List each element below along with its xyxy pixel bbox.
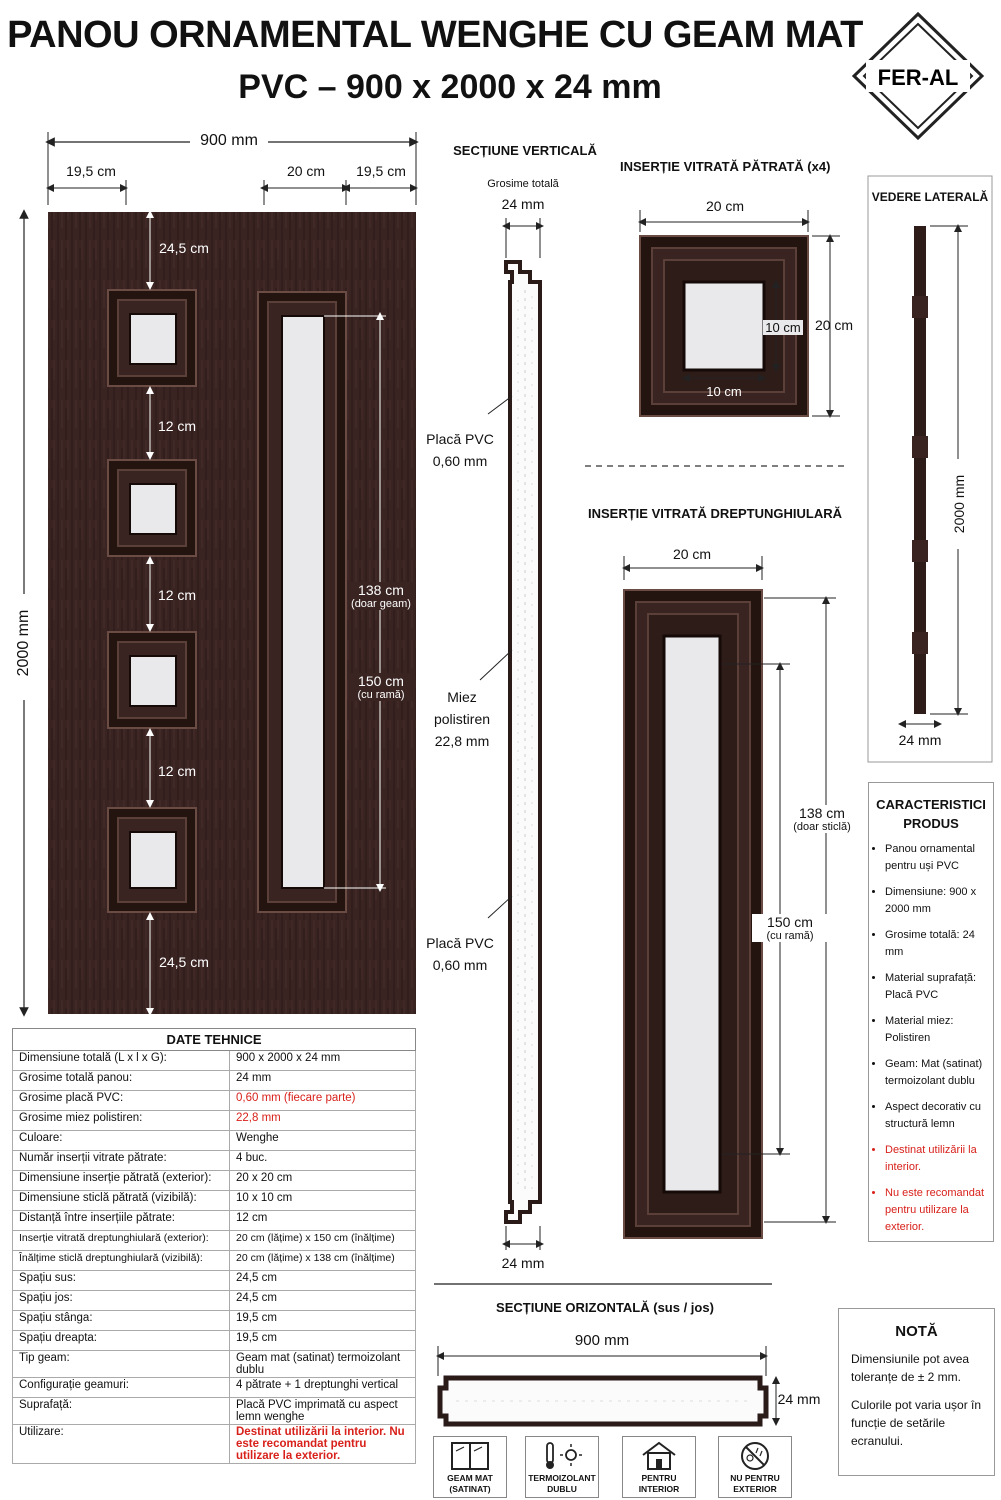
table-row: Număr inserții vitrate pătrate:4 buc. bbox=[12, 1150, 416, 1171]
table-row: Spațiu stânga:19,5 cm bbox=[12, 1310, 416, 1331]
table-row: Dimensiune inserție pătrată (exterior):2… bbox=[12, 1170, 416, 1191]
frame-height-label: 150 cm (cu ramă) bbox=[348, 673, 414, 701]
table-row: Grosime miez polistiren:22,8 mm bbox=[12, 1110, 416, 1131]
left-margin-label: 19,5 cm bbox=[66, 163, 116, 179]
square-insert bbox=[107, 807, 197, 913]
brand-logo: FER-AL bbox=[848, 10, 988, 142]
pvc-top-label: Placă PVC 0,60 mm bbox=[426, 431, 494, 469]
note-box: NOTĂ Dimensiunile pot avea toleranțe de … bbox=[838, 1308, 995, 1476]
side-view-thickness: 24 mm bbox=[898, 732, 942, 748]
total-thickness-label: Grosime totală bbox=[487, 178, 559, 190]
table-row: Înălțime sticlă dreptunghiulară (vizibil… bbox=[12, 1250, 416, 1271]
square-insert-title: INSERȚIE VITRATĂ PĂTRATĂ (x4) bbox=[620, 159, 831, 174]
list-item: Material miez: Polistiren bbox=[885, 1013, 993, 1047]
table-row: Grosime totală panou:24 mm bbox=[12, 1070, 416, 1091]
square-glass-height: 10 cm bbox=[763, 320, 803, 335]
list-item: Grosime totală: 24 mm bbox=[885, 927, 993, 961]
front-height-label: 2000 mm bbox=[15, 609, 32, 677]
horizontal-width-label: 900 mm bbox=[574, 1332, 630, 1349]
rect-glass-height-label: 138 cm (doar sticlă) bbox=[784, 805, 860, 833]
table-row: Spațiu jos:24,5 cm bbox=[12, 1290, 416, 1311]
note-title: NOTĂ bbox=[895, 1323, 938, 1340]
section-bottom-thickness: 24 mm bbox=[501, 1255, 545, 1271]
logo-text: FER-AL bbox=[878, 65, 959, 90]
square-insert bbox=[107, 459, 197, 557]
core-label: Miez polistiren 22,8 mm bbox=[433, 689, 491, 749]
table-row: Culoare:Wenghe bbox=[12, 1130, 416, 1151]
bottom-space-label: 24,5 cm bbox=[159, 954, 209, 970]
table-row: Distanță între inserțiile pătrate:12 cm bbox=[12, 1210, 416, 1231]
table-row: Suprafață:Placă PVC imprimată cu aspect … bbox=[12, 1397, 416, 1425]
note-colors: Culorile pot varia ușor în funcție de se… bbox=[851, 1398, 982, 1448]
side-view-height: 2000 mm bbox=[951, 459, 967, 549]
technical-data-title: DATE TEHNICE bbox=[12, 1028, 416, 1051]
insert-width-label: 20 cm bbox=[286, 163, 326, 179]
table-row: Inserție vitrată dreptunghiulară (exteri… bbox=[12, 1230, 416, 1251]
table-row: Utilizare:Destinat utilizării la interio… bbox=[12, 1424, 416, 1464]
list-item: Panou ornamental pentru uși PVC bbox=[885, 841, 993, 875]
pvc-bottom-label: Placă PVC 0,60 mm bbox=[426, 935, 494, 973]
page-title: PANOU ORNAMENTAL WENGHE CU GEAM MAT bbox=[7, 14, 863, 56]
table-row: Spațiu sus:24,5 cm bbox=[12, 1270, 416, 1291]
square-glass-width: 10 cm bbox=[706, 384, 742, 399]
table-row: Configurație geamuri:4 pătrate + 1 drept… bbox=[12, 1377, 416, 1398]
square-outer-width: 20 cm bbox=[705, 198, 745, 214]
list-item: Material suprafață: Placă PVC bbox=[885, 970, 993, 1004]
side-view-title: VEDERE LATERALĂ bbox=[871, 190, 989, 204]
gap-label-2: 12 cm bbox=[157, 587, 197, 603]
glass-height-label: 138 cm (doar geam) bbox=[348, 582, 414, 610]
rectangular-insert bbox=[257, 291, 347, 913]
horizontal-section bbox=[437, 1375, 769, 1427]
table-row: Spațiu dreapta:19,5 cm bbox=[12, 1330, 416, 1351]
table-row: Grosime placă PVC:0,60 mm (fiecare parte… bbox=[12, 1090, 416, 1111]
rectangular-insert-detail bbox=[623, 589, 763, 1239]
list-item: Nu este recomandat pentru utilizare la e… bbox=[885, 1185, 993, 1236]
page-subtitle: PVC – 900 x 2000 x 24 mm bbox=[238, 68, 662, 106]
list-item: Dimensiune: 900 x 2000 mm bbox=[885, 884, 993, 918]
top-space-label: 24,5 cm bbox=[159, 240, 209, 256]
rect-frame-height-label: 150 cm (cu ramă) bbox=[752, 914, 828, 942]
side-view-panel bbox=[912, 226, 928, 714]
rect-insert-width: 20 cm bbox=[672, 546, 712, 562]
list-item: Aspect decorativ cu structură lemn bbox=[885, 1099, 993, 1133]
table-row: Dimensiune sticlă pătrată (vizibilă):10 … bbox=[12, 1190, 416, 1211]
square-outer-height: 20 cm bbox=[814, 317, 854, 333]
vertical-section-title: SECȚIUNE VERTICALĂ bbox=[453, 143, 597, 158]
list-item: Geam: Mat (satinat) termoizolant dublu bbox=[885, 1056, 993, 1090]
gap-label-1: 12 cm bbox=[157, 418, 197, 434]
technical-data-table: DATE TEHNICE Dimensiune totală (L x l x … bbox=[12, 1028, 416, 1464]
total-thickness-value: 24 mm bbox=[501, 196, 545, 212]
table-row: Dimensiune totală (L x l x G):900 x 2000… bbox=[12, 1050, 416, 1071]
door-panel bbox=[48, 212, 416, 1014]
horizontal-thickness-label: 24 mm bbox=[777, 1391, 821, 1407]
gap-label-3: 12 cm bbox=[157, 763, 197, 779]
square-insert bbox=[107, 289, 197, 387]
table-row: Tip geam:Geam mat (satinat) termoizolant… bbox=[12, 1350, 416, 1378]
right-margin-label: 19,5 cm bbox=[356, 163, 406, 179]
list-item: Destinat utilizării la interior. bbox=[885, 1142, 993, 1176]
square-insert bbox=[107, 631, 197, 729]
horizontal-section-title: SECȚIUNE ORIZONTALĂ (sus / jos) bbox=[496, 1300, 714, 1315]
note-tolerance: Dimensiunile pot avea toleranțe de ± 2 m… bbox=[851, 1352, 970, 1384]
rect-insert-title: INSERȚIE VITRATĂ DREPTUNGHIULARĂ bbox=[588, 506, 842, 521]
front-width-label: 900 mm bbox=[200, 132, 258, 149]
frosted-glass-icon: GEAM MAT(SATINAT) bbox=[433, 1436, 507, 1498]
vertical-section bbox=[504, 260, 542, 1224]
